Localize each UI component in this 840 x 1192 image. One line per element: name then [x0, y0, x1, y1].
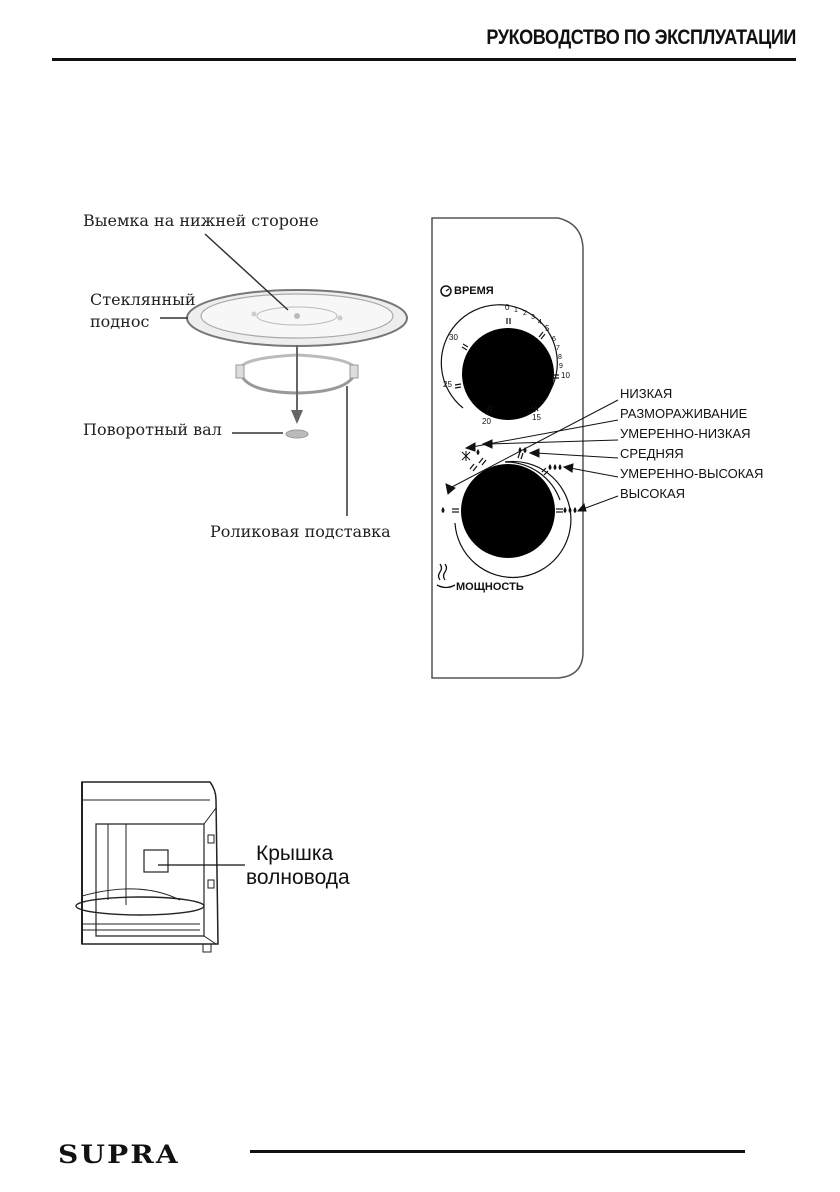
footer-rule	[250, 1150, 745, 1153]
oven-cavity-frame	[96, 824, 204, 936]
oven-body-outline	[82, 782, 218, 944]
waveguide-label-1: Крышка	[256, 842, 333, 866]
waveguide-cover-shape	[144, 850, 168, 872]
brand-logo: SUPRA	[58, 1140, 180, 1169]
waveguide-label-2: волновода	[246, 866, 350, 890]
oven-turntable-shape	[76, 897, 204, 915]
